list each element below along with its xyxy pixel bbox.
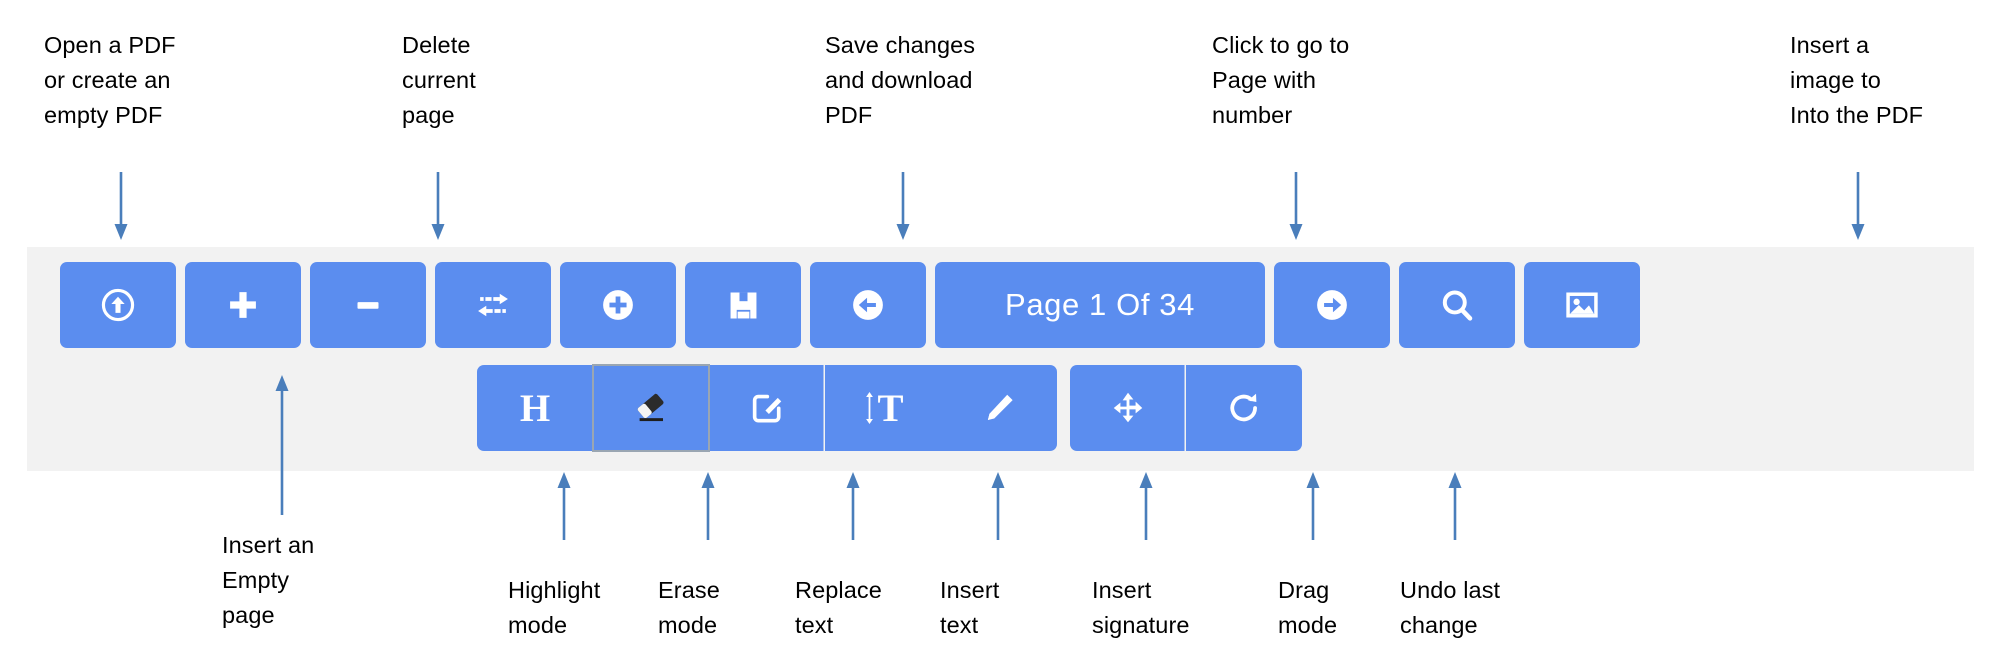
callout-erase-mode: Erase mode [658, 577, 720, 638]
callout-drag-mode: Drag mode [1278, 577, 1338, 638]
arrow-undo-last-change [1447, 472, 1463, 540]
upload-circle-icon [99, 286, 137, 324]
callout-insert-image: Insert a image to Into the PDF [1790, 32, 1924, 128]
plus-icon [225, 287, 261, 323]
insert-image-button[interactable] [1524, 262, 1640, 348]
arrow-replace-text [845, 472, 861, 540]
arrow-insert-text [990, 472, 1006, 540]
arrow-erase-mode [700, 472, 716, 540]
letter-h-icon: H [519, 386, 551, 430]
callout-delete-page: Delete current page [402, 32, 476, 128]
arrow-open-pdf [113, 172, 129, 242]
pdf-editor-toolbar: Page 1 Of 34 [27, 247, 1974, 471]
arrow-right-circle-icon [1313, 286, 1351, 324]
arrow-drag-mode [1305, 472, 1321, 540]
rotate-clockwise-icon [1225, 389, 1263, 427]
callout-goto-page: Click to go to Page with number [1212, 32, 1350, 128]
add-page-button[interactable] [560, 262, 676, 348]
image-icon [1563, 286, 1601, 324]
open-pdf-button[interactable] [60, 262, 176, 348]
swap-pages-button[interactable] [435, 262, 551, 348]
floppy-save-icon [725, 287, 762, 324]
insert-text-button[interactable]: T [825, 365, 941, 451]
callout-save-pdf: Save changes and download PDF [825, 32, 976, 128]
arrow-goto-page [1288, 172, 1304, 242]
insert-text-icon: T [863, 386, 904, 430]
callout-insert-signature: Insert signature [1092, 577, 1190, 638]
insert-page-button[interactable] [185, 262, 301, 348]
plus-circle-icon [599, 286, 637, 324]
insert-text-letter: T [877, 386, 903, 430]
highlight-mode-button[interactable]: H [477, 365, 593, 451]
callout-open-pdf: Open a PDF or create an empty PDF [44, 32, 176, 128]
callout-insert-empty-page: Insert an Empty page [222, 532, 315, 628]
pencil-icon [980, 389, 1018, 427]
arrow-insert-empty-page [274, 375, 290, 515]
delete-page-button[interactable] [310, 262, 426, 348]
toolbar-row-modes: H [477, 364, 1302, 452]
eraser-icon [631, 388, 671, 428]
callout-insert-text: Insert text [940, 577, 1000, 638]
callout-replace-text: Replace text [795, 577, 882, 638]
toolbar-row-primary: Page 1 Of 34 [60, 262, 1640, 348]
callout-highlight-mode: Highlight mode [508, 577, 601, 638]
search-button[interactable] [1399, 262, 1515, 348]
replace-text-button[interactable] [709, 365, 825, 451]
previous-page-button[interactable] [810, 262, 926, 348]
page-indicator-label: Page 1 Of 34 [1005, 287, 1195, 322]
edit-square-icon [748, 389, 786, 427]
search-icon [1438, 286, 1476, 324]
move-arrows-icon [1109, 389, 1147, 427]
arrow-insert-image [1850, 172, 1866, 242]
erase-mode-button[interactable] [592, 364, 710, 452]
callout-undo-last-change: Undo last change [1400, 577, 1501, 638]
minus-icon [350, 287, 386, 323]
exchange-arrows-icon [474, 286, 512, 324]
page-indicator-button[interactable]: Page 1 Of 34 [935, 262, 1265, 348]
undo-button[interactable] [1186, 365, 1302, 451]
drag-mode-button[interactable] [1070, 365, 1186, 451]
next-page-button[interactable] [1274, 262, 1390, 348]
save-pdf-button[interactable] [685, 262, 801, 348]
arrow-insert-signature [1138, 472, 1154, 540]
arrow-left-circle-icon [849, 286, 887, 324]
arrow-highlight-mode [556, 472, 572, 540]
arrow-delete-page [430, 172, 446, 242]
arrow-save-pdf [895, 172, 911, 242]
insert-signature-button[interactable] [941, 365, 1057, 451]
